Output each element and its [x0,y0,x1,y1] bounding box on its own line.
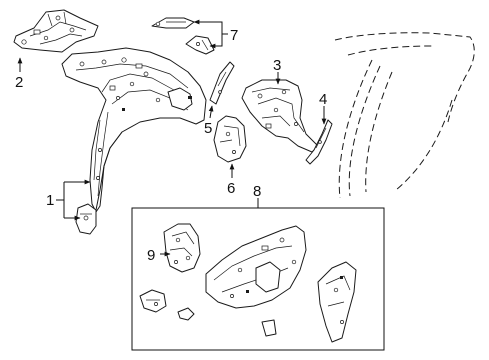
callout-4: 4 [319,91,327,108]
quarter-panel-outline [334,32,475,199]
part-8-small-bracket [139,289,167,313]
callout-5: 5 [204,120,212,137]
part-2-bracket [13,9,99,53]
callout-2: 2 [15,74,23,91]
part-3-panel [241,79,319,153]
part-1-lower-bracket [75,203,97,235]
part-4-strip [305,119,333,165]
callout-labels: 1 2 3 4 5 6 7 8 9 [15,27,327,264]
part-7-bracket [151,17,215,55]
callout-6: 6 [227,180,235,197]
part-8-right-bracket [317,261,357,343]
part-5-strip [209,61,235,105]
callout-1: 1 [46,192,54,209]
part-8-clip [177,307,277,337]
part-1-wheelhouse-inner [61,47,207,213]
part-8-liner [205,225,307,309]
callout-3: 3 [273,57,281,74]
leader-lines [17,19,327,257]
callout-7: 7 [230,27,238,44]
callout-8: 8 [253,183,261,200]
part-9-panel [163,223,201,273]
callout-9: 9 [147,247,155,264]
part-6-reinforcement [213,115,247,163]
